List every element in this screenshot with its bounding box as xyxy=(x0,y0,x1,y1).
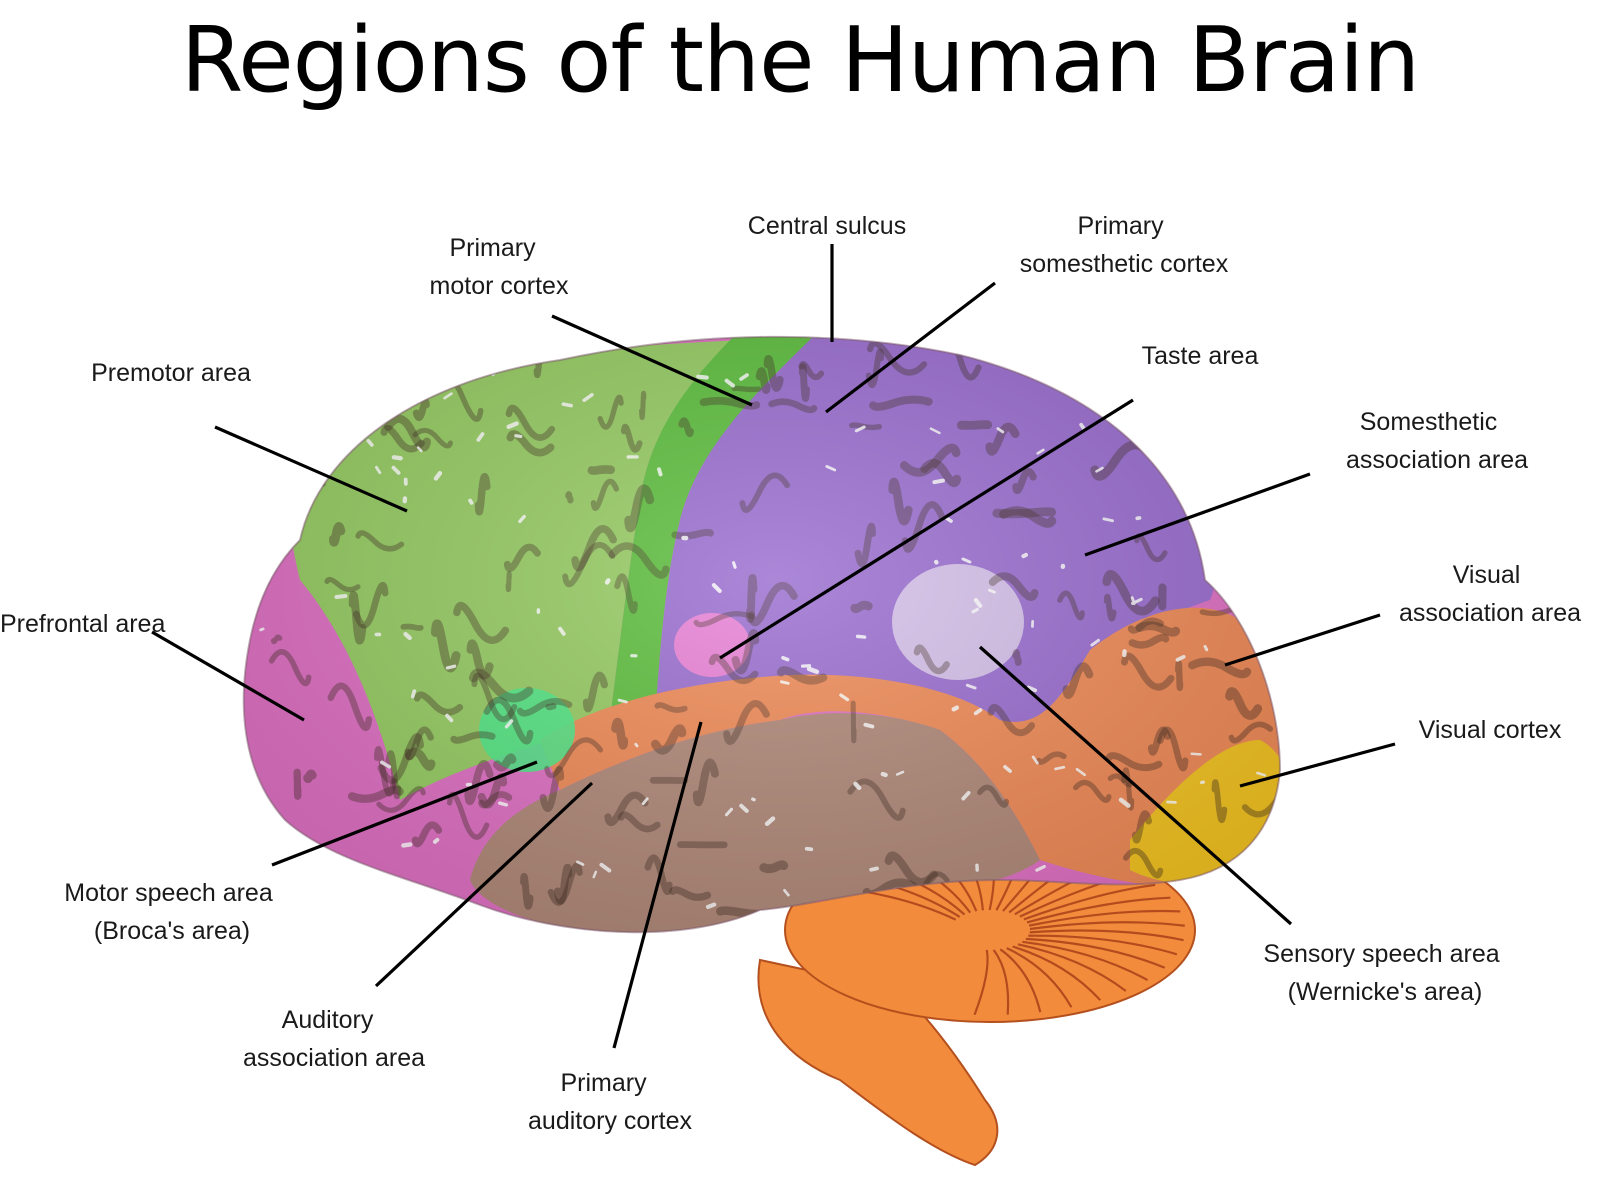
label-auditory-assoc: Auditory association area xyxy=(243,1006,425,1072)
leader-somesthetic-assoc xyxy=(1084,472,1311,557)
label-taste: Taste area xyxy=(1142,342,1259,370)
leader-lines xyxy=(151,244,1396,1049)
label-somesthetic-assoc: Somesthetic association area xyxy=(1346,408,1528,474)
leader-motor-speech xyxy=(271,760,538,867)
label-prefrontal: Prefrontal area xyxy=(0,610,165,638)
leader-premotor xyxy=(214,425,408,513)
leader-auditory-assoc xyxy=(374,781,594,988)
leader-primary-auditory xyxy=(612,721,703,1049)
label-premotor: Premotor area xyxy=(91,359,251,387)
label-sensory-speech: Sensory speech area (Wernicke's area) xyxy=(1263,940,1506,1006)
leader-primary-motor xyxy=(551,314,753,407)
brain-stem xyxy=(757,958,999,1167)
label-motor-speech: Motor speech area (Broca's area) xyxy=(64,879,279,945)
label-central-sulcus: Central sulcus xyxy=(748,212,906,240)
label-visual-assoc: Visual association area xyxy=(1399,561,1581,627)
label-primary-motor: Primary motor cortex xyxy=(430,234,569,300)
label-primary-somesthetic: Primary somesthetic cortex xyxy=(1020,212,1229,278)
leader-visual-cortex xyxy=(1239,742,1396,788)
leader-sensory-speech xyxy=(978,645,1293,926)
leader-prefrontal xyxy=(151,630,305,722)
region-labels: Central sulcus Primary motor cortex Prim… xyxy=(0,212,1581,1135)
leader-visual-assoc xyxy=(1224,613,1381,667)
page-title: Regions of the Human Brain xyxy=(180,8,1420,113)
label-visual-cortex: Visual cortex xyxy=(1419,716,1562,744)
leader-primary-somesthetic xyxy=(825,281,996,414)
leader-taste xyxy=(719,398,1134,660)
label-primary-auditory: Primary auditory cortex xyxy=(528,1069,692,1135)
